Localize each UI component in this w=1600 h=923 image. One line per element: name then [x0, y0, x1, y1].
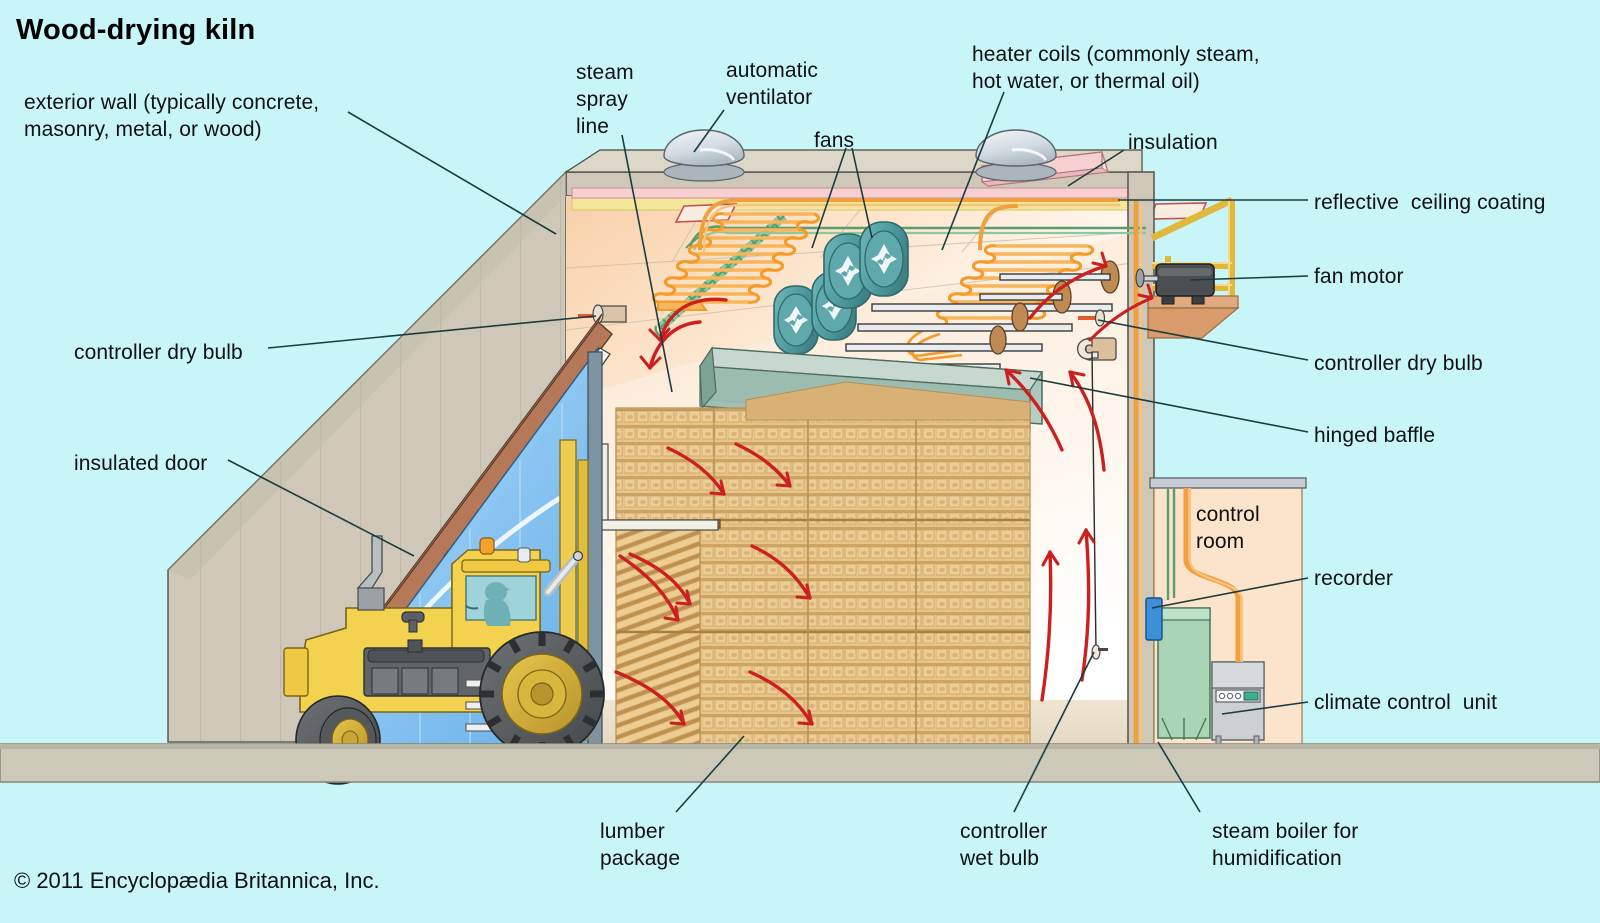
label-exterior-wall: exterior wall (typically concrete, mason…: [24, 91, 320, 141]
cab-roof: [461, 559, 551, 573]
label-recorder: recorder: [1314, 567, 1393, 590]
page-title: Wood-drying kiln: [16, 14, 256, 46]
fan-3: [823, 233, 873, 309]
label-steam-boiler: steam boiler for humidification: [1212, 820, 1359, 870]
fan-4: [859, 221, 909, 297]
label-fans: fans: [814, 129, 855, 152]
leader-hinged-baffle: [1029, 377, 1309, 433]
label-hinged-baffle: hinged baffle: [1314, 424, 1436, 447]
forklift-rear-wheel: [479, 631, 605, 757]
leader-fan-motor: [1189, 275, 1309, 281]
copyright-notice: © 2011 Encyclopædia Britannica, Inc.: [14, 868, 380, 893]
leader-fans-b: [851, 147, 873, 239]
controller-wet-bulb-device: [1076, 337, 1117, 660]
label-control-room: control room: [1196, 503, 1260, 553]
steam-boiler: [1157, 607, 1211, 741]
leader-recorder: [1151, 577, 1309, 609]
recorder-panel: [1145, 597, 1163, 641]
control-room: [1145, 477, 1307, 749]
leader-heater-coils: [941, 91, 1005, 251]
airflow-arrows: [614, 251, 1154, 726]
controller-dry-bulb-device: [1078, 309, 1106, 327]
lumber-package-main: [699, 407, 1031, 747]
automatic-ventilator-right: [975, 129, 1057, 182]
label-insulated-door: insulated door: [74, 452, 208, 475]
fan-motor-assembly: [1135, 196, 1240, 339]
control-room-roof: [1149, 477, 1307, 489]
fan-1: [773, 285, 819, 355]
leader-insulated-door: [227, 459, 415, 557]
label-climate-control-unit: climate control unit: [1314, 691, 1498, 714]
leader-insulation: [1067, 149, 1125, 187]
leader-dry-bulb-left: [267, 315, 597, 349]
label-lumber-package: lumber package: [600, 820, 681, 870]
leader-dry-bulb-right: [1097, 319, 1309, 361]
climate-control-unit-box: [1211, 661, 1265, 745]
label-insulation: insulation: [1128, 131, 1218, 154]
leader-climate-control: [1221, 701, 1309, 715]
label-controller-wet-bulb: controller wet bulb: [960, 820, 1048, 870]
concrete-floor-slab: [0, 743, 1600, 783]
leader-automatic-ventilator: [693, 109, 725, 153]
label-steam-spray-line: steam spray line: [576, 61, 634, 138]
leader-controller-wet-bulb: [1013, 651, 1095, 813]
operator-silhouette: [483, 582, 511, 626]
label-heater-coils: heater coils (commonly steam, hot water,…: [972, 43, 1260, 93]
leader-steam-boiler: [1157, 741, 1201, 813]
leader-steam-spray-line: [621, 134, 673, 393]
leader-lumber-package: [675, 735, 745, 813]
leader-fans-a: [811, 147, 847, 249]
heater-coils-left: [651, 212, 821, 311]
lumber-packages: [599, 381, 1031, 747]
label-automatic-ventilator: automatic ventilator: [726, 59, 818, 109]
leader-exterior-wall: [347, 111, 557, 235]
label-fan-motor: fan motor: [1314, 265, 1404, 288]
label-reflective-ceiling-coating: reflective ceiling coating: [1314, 191, 1546, 214]
beacon-light: [479, 537, 495, 555]
label-controller-dry-bulb-left: controller dry bulb: [74, 341, 243, 364]
fans: [773, 221, 909, 355]
automatic-ventilator-left: [663, 129, 745, 182]
label-controller-dry-bulb-right: controller dry bulb: [1314, 352, 1483, 375]
